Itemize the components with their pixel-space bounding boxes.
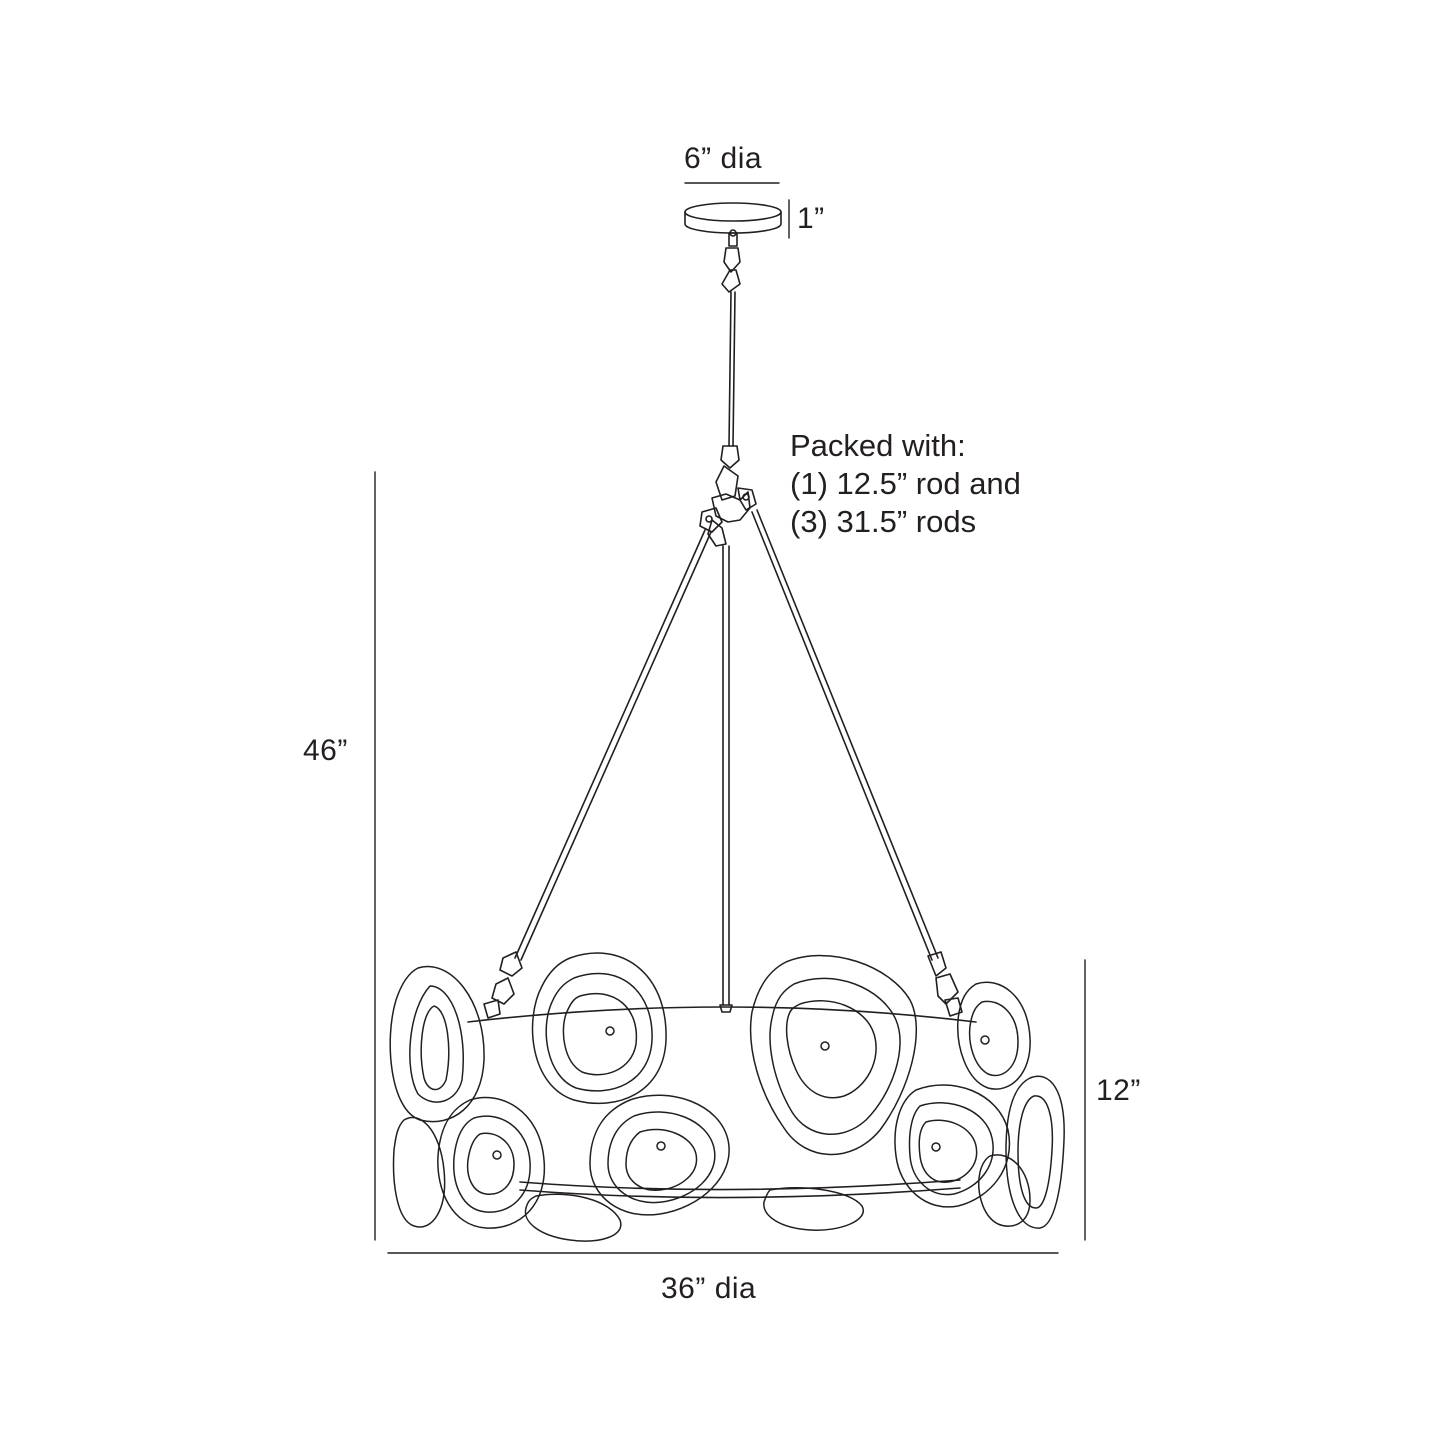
shade-height-label: 12”: [1096, 1074, 1141, 1107]
ceiling-canopy: [684, 202, 782, 234]
petal: [749, 954, 917, 1156]
glass-petals: [389, 952, 1065, 1242]
petal: [524, 1193, 622, 1242]
suspension-rods: [514, 509, 939, 1013]
petal: [589, 1094, 730, 1216]
petal: [894, 1084, 1011, 1208]
overall-height-label: 46”: [303, 734, 348, 767]
petal: [1005, 1075, 1065, 1229]
petal: [437, 1096, 546, 1229]
packed-with-note: Packed with: (1) 12.5” rod and (3) 31.5”…: [790, 427, 1021, 541]
drum-shade: [467, 1006, 977, 1199]
canopy-height-label: 1”: [797, 202, 825, 235]
petal: [763, 1186, 865, 1231]
downrod: [715, 229, 741, 501]
packed-with-line-1: (1) 12.5” rod and: [790, 466, 1021, 501]
rod-junction: [699, 487, 757, 547]
rod-clips: [483, 951, 963, 1019]
dimension-lines: [374, 182, 1086, 1254]
petal: [957, 981, 1031, 1090]
petal: [392, 1116, 446, 1228]
petal: [531, 952, 667, 1105]
shade-diameter-label: 36” dia: [661, 1272, 757, 1305]
packed-with-line-2: (3) 31.5” rods: [790, 504, 977, 539]
packed-with-heading: Packed with:: [790, 428, 966, 463]
canopy-diameter-label: 6” dia: [684, 142, 763, 175]
petal: [978, 1154, 1031, 1227]
petal: [389, 965, 485, 1123]
